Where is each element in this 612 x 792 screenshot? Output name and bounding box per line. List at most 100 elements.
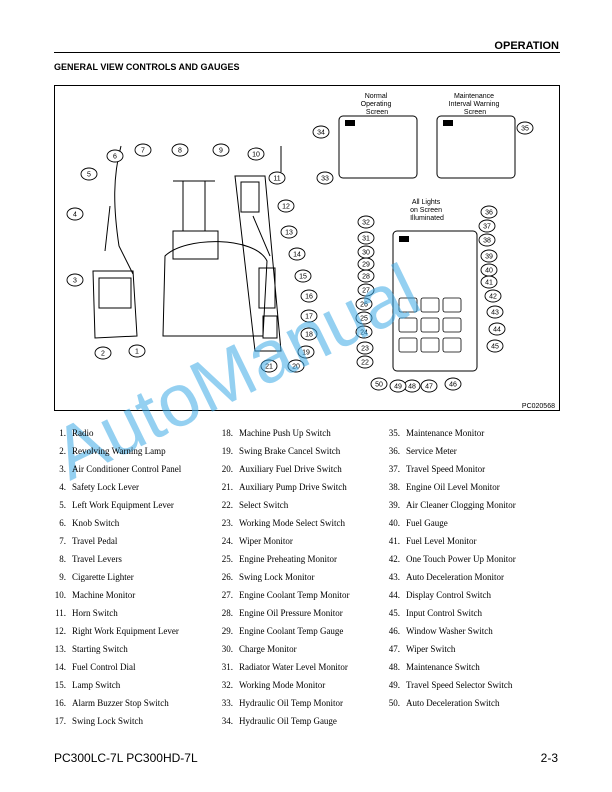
legend-number: 25. [221,554,233,564]
legend-item: 30.Charge Monitor [219,640,349,658]
callout-bubble [294,269,312,283]
legend-item: 15.Lamp Switch [52,676,181,694]
callout-bubble [357,215,375,229]
callout-bubble [268,171,286,185]
legend-number: 33. [221,698,233,708]
callout-bubble [297,345,315,359]
legend-label: Maintenance Monitor [406,428,485,438]
legend-label: Working Mode Select Switch [239,518,346,528]
legend-number: 36. [388,446,400,456]
legend-number: 18. [221,428,233,438]
legend-number: 11. [55,608,66,618]
legend-item: 16.Alarm Buzzer Stop Switch [52,694,181,712]
callout-bubble [478,219,496,233]
figure-code: PC020568 [522,403,555,410]
callout-bubble [370,377,388,391]
legend-number: 35. [388,428,400,438]
legend-label: Fuel Gauge [406,518,448,528]
legend-label: Knob Switch [72,518,120,528]
legend-number: 6. [59,518,66,528]
legend-item: 36.Service Meter [386,442,516,460]
legend-number: 27. [221,590,233,600]
callout-number: 19 [302,350,310,357]
legend-item: 6. Knob Switch [52,514,181,532]
legend-item: 50.Auto Deceleration Switch [386,694,516,712]
legend-number: 15. [54,680,66,690]
legend-label: Swing Lock Switch [72,716,143,726]
legend-number: 31. [221,662,233,672]
legend-number: 42. [388,554,400,564]
callout-bubble [247,147,265,161]
callout-bubble [486,339,504,353]
legend-label: Window Washer Switch [406,626,493,636]
legend-number: 37. [388,464,400,474]
legend-number: 44. [388,590,400,600]
callout-number: 37 [483,224,491,231]
legend-item: 26.Swing Lock Monitor [219,568,349,586]
legend-label: Travel Pedal [72,536,118,546]
callout-number: 23 [361,346,369,353]
legend-label: Auto Deceleration Switch [406,698,500,708]
legend-item: 40. Fuel Gauge [386,514,516,532]
controls-figure: Normal Operating Screen Maintenance Inte… [54,85,560,411]
callout-number: 46 [449,382,457,389]
callout-bubble [480,205,498,219]
legend-number: 5. [59,500,66,510]
callout-number: 17 [305,314,313,321]
legend-number: 49. [388,680,400,690]
callout-bubble [280,225,298,239]
callout-number: 32 [362,220,370,227]
legend-number: 43. [388,572,400,582]
callout-bubble [356,341,374,355]
callout-number: 12 [282,204,290,211]
callout-bubble [212,143,230,157]
legend-label: Engine Preheating Monitor [239,554,337,564]
callout-number: 45 [491,344,499,351]
footer-page-number: 2-3 [540,751,558,765]
legend-label: Display Control Switch [406,590,491,600]
legend-item: 47.Wiper Switch [386,640,516,658]
legend-label: Auxiliary Fuel Drive Switch [239,464,342,474]
controls-illustration: Normal Operating Screen Maintenance Inte… [66,93,555,410]
callout-bubble [355,311,373,325]
callout-bubble [288,247,306,261]
callout-number: 28 [362,274,370,281]
callout-number: 11 [273,176,280,183]
legend-number: 40. [388,518,400,528]
legend-item: 29.Engine Coolant Temp Gauge [219,622,349,640]
callout-number: 31 [362,236,370,243]
legend-number: 38. [388,482,400,492]
legend-label: Travel Levers [72,554,122,564]
legend-label: Fuel Control Dial [72,662,136,672]
legend-label: Auxiliary Pump Drive Switch [239,482,347,492]
legend-label: Input Control Switch [406,608,482,618]
legend-label: Revolving Warning Lamp [72,446,166,456]
section-title: OPERATION [494,40,559,52]
legend-number: 32. [221,680,233,690]
legend-label: Engine Coolant Temp Gauge [239,626,344,636]
legend-item: 38.Engine Oil Level Monitor [386,478,516,496]
legend-label: Starting Switch [72,644,128,654]
right-console [234,175,282,352]
normal-screen [338,115,418,179]
header-rule [54,52,560,53]
callout-number: 49 [394,384,402,391]
callout-bubble [287,359,305,373]
callout-number: 40 [485,268,493,275]
legend-label: Hydraulic Oil Temp Monitor [239,698,343,708]
legend-label: Alarm Buzzer Stop Switch [72,698,169,708]
callout-bubble [300,327,318,341]
callout-number: 44 [493,327,501,334]
legend-label: Travel Speed Monitor [406,464,486,474]
legend-item: 19.Swing Brake Cancel Switch [219,442,349,460]
seat [162,241,268,337]
legend-item: 25. Engine Preheating Monitor [219,550,349,568]
callout-number: 9 [219,148,223,155]
legend-item: 44. Display Control Switch [386,586,516,604]
legend-item: 43.Auto Deceleration Monitor [386,568,516,586]
left-console [92,270,138,339]
callout-bubble [312,125,330,139]
legend-number: 8. [59,554,66,564]
legend-label: Engine Oil Pressure Monitor [239,608,343,618]
callout-number: 16 [305,294,313,301]
